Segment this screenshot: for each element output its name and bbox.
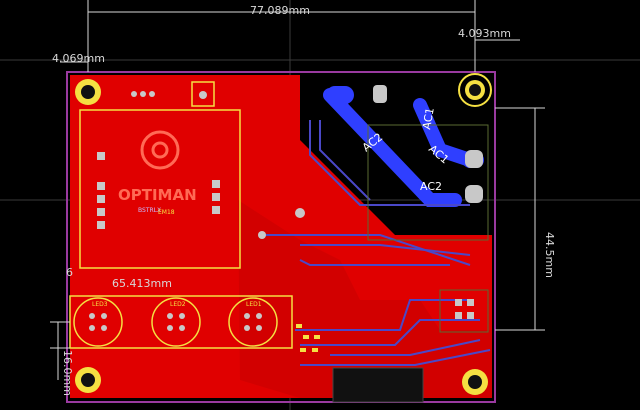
dim-board-width: 77.089mm [250, 4, 310, 17]
dim-hole-right: 4.093mm [458, 27, 511, 40]
led-footprints [73, 297, 278, 347]
em18-label: EM18 [158, 209, 175, 216]
logo-subtext: BSTRLX [138, 207, 161, 214]
logo-gear-icon [140, 130, 180, 170]
ac1-label-top: AC1 [420, 107, 437, 131]
power-connector [332, 367, 424, 403]
bottom-traces-ac [323, 86, 484, 207]
dim-led-height: 16.0mm [61, 350, 74, 396]
logo-text: OPTIMAN [118, 186, 197, 204]
mounting-holes [75, 73, 492, 395]
ac2-label-right: AC2 [420, 180, 442, 193]
dim-inner-left: 65.413mm [112, 277, 172, 290]
dimension-lines [50, 0, 545, 380]
board-outline [66, 71, 496, 403]
dim-hole-left: 4.069mm [52, 52, 105, 65]
dim-board-height: 44.5mm [543, 232, 556, 278]
led3-label: LED3 [92, 301, 108, 308]
smd-pads [296, 324, 320, 352]
led1-label: LED1 [246, 301, 262, 308]
ac-terminals [258, 85, 483, 239]
silk-outlines-b [367, 124, 489, 333]
header-pins-top [131, 91, 207, 99]
connector-pins [455, 299, 474, 319]
led2-label: LED2 [170, 301, 186, 308]
bottom-traces-signal [260, 120, 491, 366]
em18-pins [97, 152, 220, 229]
dim-small: 6 [66, 266, 73, 279]
